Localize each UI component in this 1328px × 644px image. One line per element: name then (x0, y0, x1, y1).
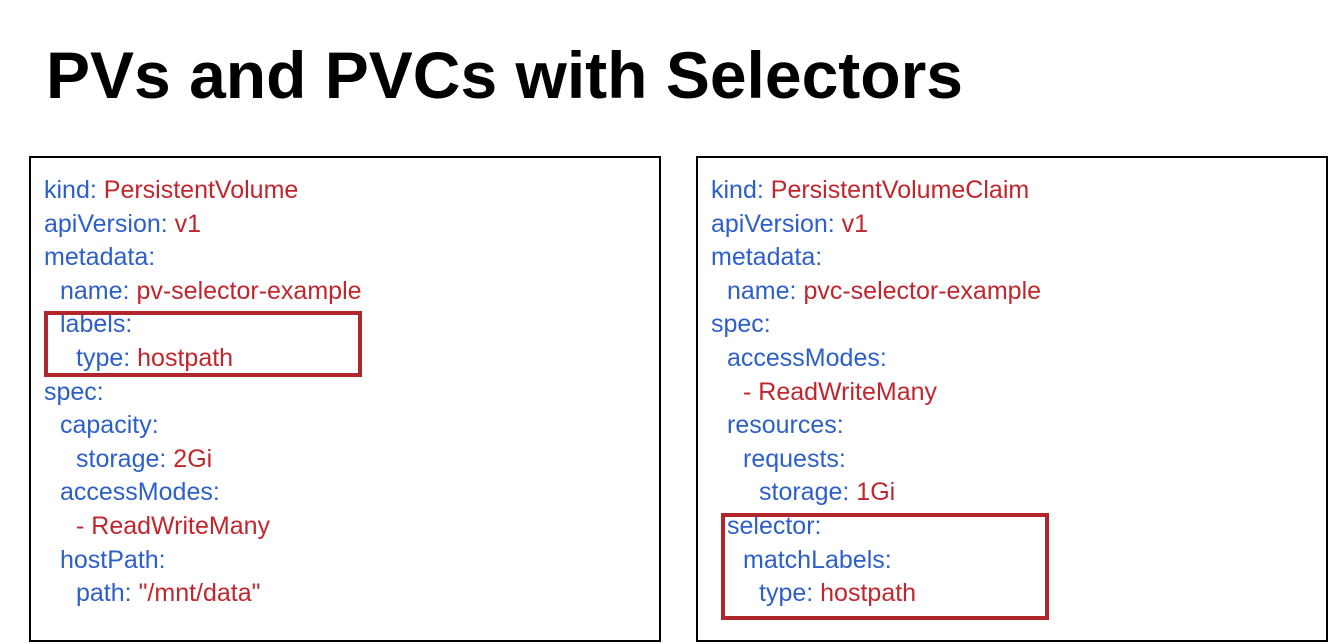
selector-highlight-box (721, 513, 1049, 620)
yaml-key: kind: (711, 176, 764, 204)
yaml-value: pv-selector-example (136, 276, 362, 305)
yaml-key: accessModes: (727, 343, 887, 372)
yaml-key: type: (759, 579, 814, 608)
yaml-value: pvc-selector-example (803, 276, 1042, 305)
slide-title: PVs and PVCs with Selectors (46, 38, 963, 112)
yaml-key: kind: (44, 176, 97, 204)
yaml-line: apiVersion: v1 (711, 208, 1041, 242)
yaml-key: storage: (759, 478, 850, 507)
yaml-line: requests: (711, 443, 1041, 477)
yaml-line: hostPath: (44, 544, 362, 578)
yaml-line: storage: 2Gi (44, 443, 362, 477)
yaml-line: metadata: (44, 241, 362, 275)
yaml-key: matchLabels: (743, 545, 892, 574)
yaml-value: - ReadWriteMany (76, 511, 271, 540)
yaml-line: labels: (44, 308, 362, 342)
yaml-key: labels: (60, 310, 133, 339)
yaml-line: - ReadWriteMany (711, 376, 1041, 410)
yaml-line: type: hostpath (711, 577, 1041, 611)
yaml-value: v1 (841, 209, 869, 238)
yaml-value: "/mnt/data" (138, 579, 261, 608)
yaml-line: capacity: (44, 409, 362, 443)
yaml-line: matchLabels: (711, 544, 1041, 578)
yaml-line: kind: PersistentVolumeClaim (711, 174, 1041, 208)
yaml-value: - ReadWriteMany (743, 377, 938, 406)
yaml-value: hostpath (820, 579, 917, 608)
yaml-key: path: (76, 579, 132, 608)
yaml-key: storage: (76, 444, 167, 473)
yaml-key: name: (727, 276, 797, 305)
yaml-key: spec: (44, 377, 104, 406)
yaml-line: metadata: (711, 241, 1041, 275)
yaml-key: resources: (727, 411, 844, 440)
yaml-value: PersistentVolumeClaim (770, 176, 1030, 204)
yaml-line: apiVersion: v1 (44, 208, 362, 242)
yaml-line: path: "/mnt/data" (44, 577, 362, 611)
yaml-value: PersistentVolume (103, 176, 299, 204)
yaml-value: v1 (174, 209, 202, 238)
yaml-key: requests: (743, 444, 846, 473)
yaml-value: 1Gi (856, 478, 896, 507)
yaml-key: accessModes: (60, 478, 220, 507)
yaml-line: - ReadWriteMany (44, 510, 362, 544)
yaml-line: name: pv-selector-example (44, 275, 362, 309)
yaml-key: apiVersion: (44, 209, 168, 238)
labels-highlight-box (44, 311, 362, 377)
yaml-key: type: (76, 343, 131, 372)
yaml-key: metadata: (711, 243, 823, 272)
yaml-line: accessModes: (44, 476, 362, 510)
yaml-value: 2Gi (173, 444, 213, 473)
yaml-line: spec: (711, 308, 1041, 342)
yaml-key: name: (60, 276, 130, 305)
yaml-line: type: hostpath (44, 342, 362, 376)
yaml-line: accessModes: (711, 342, 1041, 376)
yaml-key: metadata: (44, 243, 156, 272)
yaml-value: hostpath (137, 343, 234, 372)
yaml-key: capacity: (60, 411, 159, 440)
yaml-line: resources: (711, 409, 1041, 443)
yaml-line: storage: 1Gi (711, 476, 1041, 510)
yaml-key: spec: (711, 310, 771, 339)
yaml-line: kind: PersistentVolume (44, 174, 362, 208)
yaml-key: hostPath: (60, 545, 166, 574)
yaml-key: apiVersion: (711, 209, 835, 238)
yaml-line: name: pvc-selector-example (711, 275, 1041, 309)
yaml-line: spec: (44, 376, 362, 410)
